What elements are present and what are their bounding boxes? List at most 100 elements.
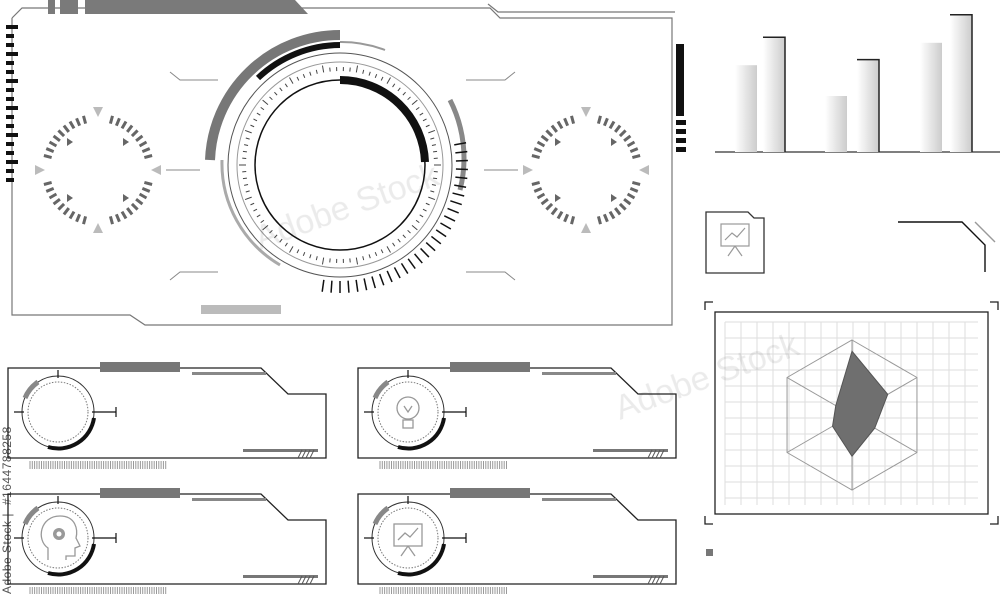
compass-tick [563,213,570,223]
compass-tick [141,147,151,154]
radar-shape [831,350,889,458]
dial-tick [355,65,359,73]
dial-outer-tick [452,192,465,197]
compass-inner-marker [67,138,73,146]
dial-tick [392,83,396,88]
corner-top-left [704,301,713,310]
right-bar [676,44,684,116]
dial-outer-tick [454,142,467,146]
compass-inner-marker [611,138,617,146]
panel-slash [651,449,657,459]
dial-tick [425,124,430,128]
dial-tick [302,251,306,257]
panel-dial-inner [377,507,439,569]
panel-header-line [192,498,266,501]
compass-tick [130,129,139,138]
panel-dial-inner [27,507,89,569]
panel-header-line [542,372,616,375]
radar-panel-corners [704,301,999,525]
mini-bar-edge [763,36,786,152]
dial-tick [245,190,250,193]
compass-tick [62,207,70,216]
compass-tick [596,115,602,125]
compass-tick [570,215,576,225]
panel-bottom-line [243,449,318,452]
dial-tick [419,214,424,218]
right-tick [676,138,686,143]
left-tick [6,178,14,182]
main-panel-accent-line [487,3,675,13]
compass-tick [608,120,616,130]
dial-tick [309,71,312,76]
panel-dial-arc [47,543,96,577]
dial-tick [315,69,318,74]
dial-tick [402,234,406,239]
dial-tick [244,196,252,201]
dial-outer-tick [455,150,468,154]
dial-tick [315,256,318,261]
dial-tick [260,219,265,224]
dial-outer-tick [378,273,385,286]
panel-slash [301,575,307,585]
dial-tick [419,112,424,116]
dial-tick [355,257,359,265]
mini-bar-edge [857,58,880,152]
dial-tick [296,249,300,254]
panel-slash [659,575,665,585]
panel-slash [659,449,665,459]
dial-tick [279,238,283,243]
compass-tick [108,115,114,125]
dial-tick [362,256,365,261]
compass-tick [114,213,121,223]
dial-tick [425,202,430,206]
compass-tick [570,115,576,125]
compass-pointer [639,165,649,175]
dial-tick [279,87,283,92]
compass-tick [614,124,622,133]
compass-tick [602,213,609,223]
dial-tick [433,150,438,153]
panel-slash [297,449,303,459]
dial-tick [407,96,411,101]
dial-tick [428,129,436,134]
compass-pointer [35,165,45,175]
head-gear-icon [40,515,81,560]
center-dial-ticks [239,65,468,293]
center-dial-right-arc [447,98,467,191]
compass-tick [141,186,151,193]
compass-tick [531,180,541,186]
compass-tick [52,198,61,206]
presentation-board-icon-trend [724,227,746,241]
panel-dial-arc [397,417,446,451]
corner-bracket-line [898,221,986,272]
compass-tick [143,154,153,160]
compass-tick [48,140,58,148]
compass-tick [45,186,55,193]
panel-slash [651,575,657,585]
mini-bar [920,42,942,152]
left-tick [6,133,18,137]
right-tick [676,120,686,125]
panel-dial-inner [27,381,89,443]
dial-tick [244,144,249,146]
dial-outer-tick [371,276,377,289]
dial-tick [244,184,249,186]
center-dial-ring-2 [236,61,444,269]
compass-tick [126,124,134,133]
radar-chart [786,339,918,491]
panel-header-bar [450,362,530,372]
left-tick [6,70,14,74]
dial-tick [380,76,384,81]
panel-slash [647,575,653,585]
compass-pointer [523,165,533,175]
right-tick [676,129,686,134]
dial-outer-tick [393,267,401,279]
center-dial-top-small-arc [339,40,386,51]
dial-tick [256,112,261,116]
compass-tick [550,207,558,216]
compass-tick [135,198,144,206]
panel-slash [305,575,311,585]
panel-header-bar [450,488,530,498]
compass-tick [602,117,609,127]
info-panels [7,362,677,594]
